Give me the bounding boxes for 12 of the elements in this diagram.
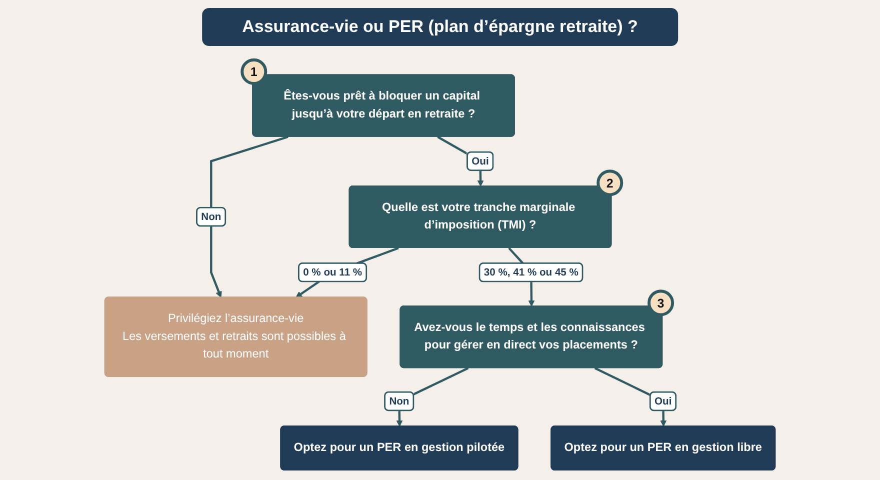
edge-label: Non <box>201 210 222 222</box>
edge-label: Oui <box>654 394 672 407</box>
arrow <box>296 247 399 298</box>
edge-label: Non <box>389 394 410 407</box>
step-number-badge: 2 <box>596 170 624 196</box>
step-number-badge: 1 <box>240 58 268 85</box>
step-number-badge: 3 <box>648 290 674 316</box>
title-banner: Assurance-vie ou PER (plan d’épargne retraite) ? <box>202 8 678 46</box>
edge-label: 0 % ou 11 % <box>303 266 362 278</box>
edge-label: 30 %, 41 % ou 45 % <box>484 266 578 278</box>
arrow <box>210 136 288 298</box>
edge-label: Oui <box>472 154 489 167</box>
